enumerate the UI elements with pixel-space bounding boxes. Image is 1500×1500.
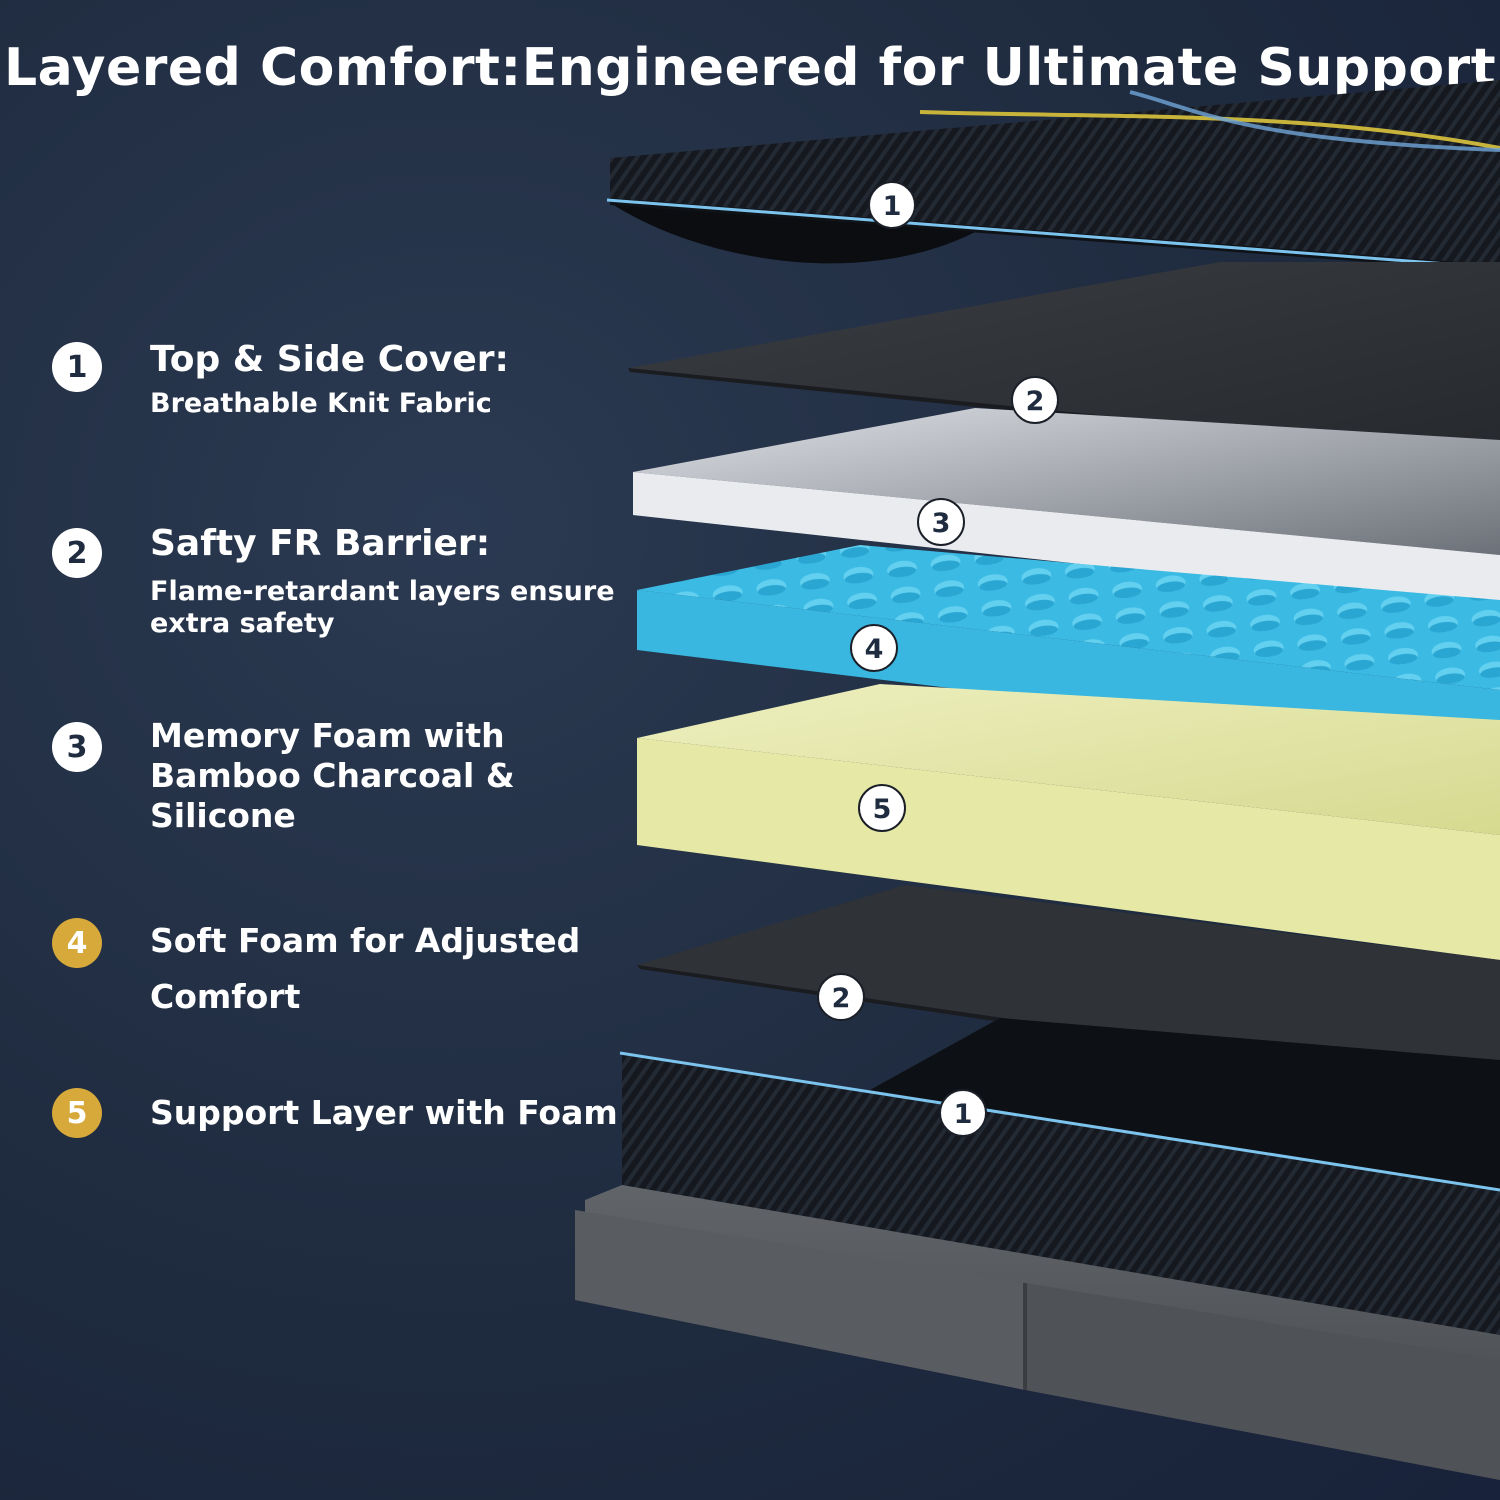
top-cover-layer <box>606 80 1500 272</box>
memory-foam-layer <box>633 408 1500 610</box>
svg-text:2: 2 <box>1026 386 1045 417</box>
legend-number-4: 4 <box>52 918 102 968</box>
layer-badge-3: 3 <box>917 498 965 546</box>
legend-title-5: Support Layer with Foam <box>150 1093 618 1132</box>
legend-number-5: 5 <box>52 1088 102 1138</box>
svg-text:1: 1 <box>883 191 902 222</box>
legend-title-2: Safty FR Barrier: <box>150 523 491 564</box>
svg-text:1: 1 <box>954 1099 973 1130</box>
legend-number-3: 3 <box>52 722 102 772</box>
legend-subtitle-2a: Flame-retardant layers ensure <box>150 576 615 607</box>
legend-subtitle-1: Breathable Knit Fabric <box>150 388 492 419</box>
layer-badge-1-bottom: 1 <box>939 1089 987 1137</box>
svg-text:3: 3 <box>932 508 951 539</box>
legend-number-1: 1 <box>52 342 102 392</box>
page-title: Layered Comfort:Engineered for Ultimate … <box>3 38 1497 98</box>
layer-badge-2-lower: 2 <box>817 973 865 1021</box>
svg-text:4: 4 <box>865 634 884 665</box>
support-foam-layer <box>637 684 1500 960</box>
legend-title-4b: Comfort <box>150 977 301 1016</box>
bottom-cover-layer <box>619 1018 1500 1350</box>
layer-badge-1-top: 1 <box>868 181 916 229</box>
legend-title-4a: Soft Foam for Adjusted <box>150 921 581 960</box>
legend-subtitle-2b: extra safety <box>150 608 335 639</box>
legend-title-3a: Memory Foam with <box>150 716 505 755</box>
legend-title-3b: Bamboo Charcoal & Silicone <box>150 756 515 835</box>
svg-text:5: 5 <box>873 794 892 825</box>
layer-badge-2-upper: 2 <box>1011 376 1059 424</box>
legend-number-2: 2 <box>52 528 102 578</box>
legend-title-1: Top & Side Cover: <box>150 339 509 380</box>
layer-badge-4: 4 <box>850 624 898 672</box>
svg-text:2: 2 <box>832 983 851 1014</box>
mattress-base <box>575 1185 1500 1480</box>
layer-badge-5: 5 <box>858 784 906 832</box>
